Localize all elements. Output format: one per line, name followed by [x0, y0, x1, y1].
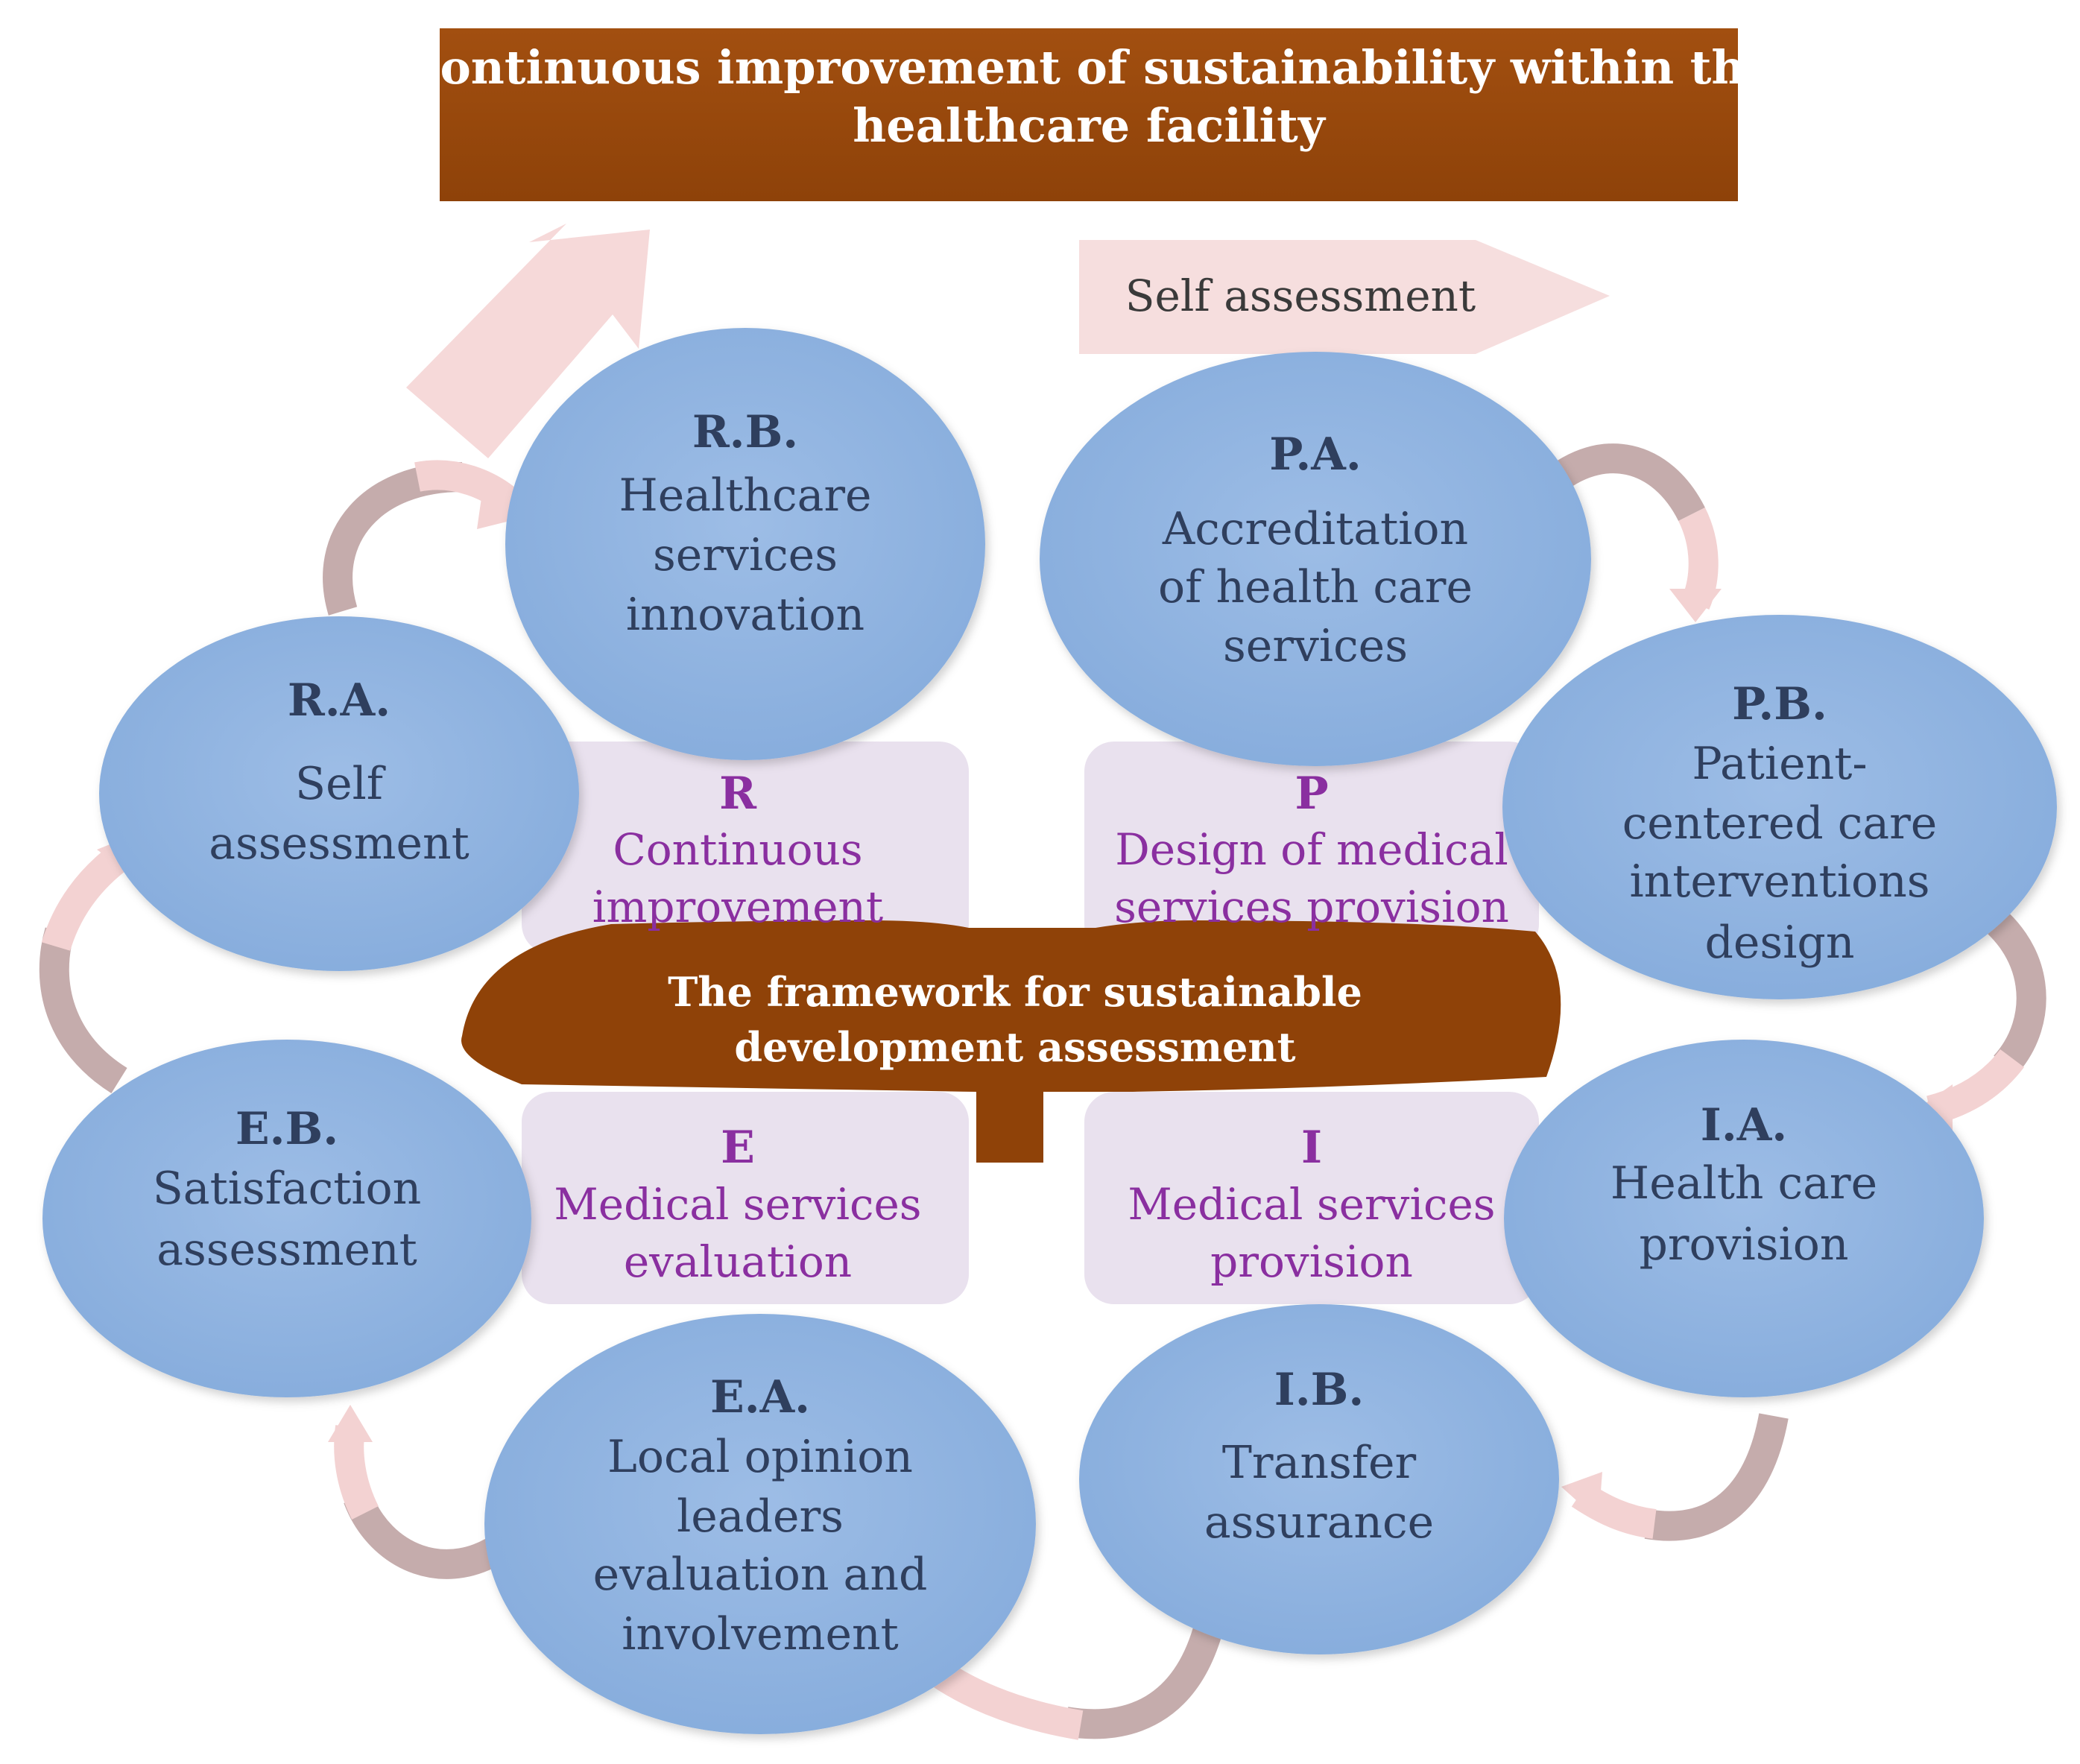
eb-line-1: Satisfaction	[153, 1163, 422, 1215]
ea-line-4: involvement	[622, 1608, 899, 1660]
pa-code: P.A.	[1269, 429, 1362, 481]
title-banner	[440, 28, 1738, 201]
phase-r-line-2: improvement	[592, 882, 883, 932]
phase-i-code: I	[1301, 1122, 1322, 1174]
arrow-pa-to-pb	[1540, 443, 1705, 522]
circle-ea-text: E.A. Local opinion leaders evaluation an…	[593, 1371, 928, 1660]
self-assessment-arrow	[1079, 240, 1610, 354]
arrow-ia-to-ib	[1644, 1413, 1789, 1541]
circle-pb-text: P.B. Patient- centered care intervention…	[1622, 678, 1938, 969]
pa-line-1: Accreditation	[1162, 503, 1468, 555]
rb-code: R.B.	[692, 406, 798, 458]
phase-r-line-1: Continuous	[613, 824, 862, 875]
circle-ia-text: I.A. Health care provision	[1610, 1099, 1877, 1271]
arrow-eb-to-ra-head	[41, 845, 129, 952]
pb-line-2: centered care	[1622, 797, 1938, 850]
circle-ra	[99, 616, 579, 971]
phase-i-line-1: Medical services	[1128, 1179, 1495, 1230]
rb-line-3: innovation	[626, 589, 864, 641]
circle-ib	[1079, 1304, 1559, 1654]
phase-p-line-2: services provision	[1114, 882, 1509, 932]
phase-e-code: E	[721, 1122, 755, 1174]
pa-line-2: of health care	[1158, 561, 1473, 613]
pb-line-3: interventions	[1629, 856, 1929, 908]
phase-r-code: R	[719, 768, 757, 820]
ea-line-3: evaluation and	[593, 1549, 928, 1601]
rb-line-2: services	[653, 529, 838, 581]
circle-ia	[1504, 1040, 1984, 1397]
ea-line-2: leaders	[677, 1490, 844, 1543]
ib-line-2: assurance	[1204, 1496, 1434, 1549]
step-circles	[42, 328, 2057, 1734]
circle-pb	[1502, 615, 2057, 999]
arrowhead-pb	[1669, 589, 1722, 622]
eb-code: E.B.	[235, 1103, 338, 1155]
ra-code: R.A.	[288, 674, 391, 727]
phase-boxes	[522, 742, 1539, 1304]
circle-rb	[505, 328, 985, 760]
ib-code: I.B.	[1274, 1364, 1365, 1416]
title-line-2: healthcare facility	[853, 98, 1326, 153]
framework-shape	[461, 920, 1561, 1163]
phase-box-p	[1084, 742, 1539, 954]
ea-line-1: Local opinion	[607, 1431, 913, 1483]
pa-line-3: services	[1223, 620, 1408, 672]
phase-p-line-1: Design of medical	[1115, 824, 1508, 875]
ia-code: I.A.	[1701, 1099, 1787, 1151]
phase-e-line-1: Medical services	[554, 1179, 921, 1230]
arrow-eb-to-ra	[39, 927, 128, 1093]
ia-line-2: provision	[1639, 1218, 1848, 1271]
circle-rb-text: R.B. Healthcare services innovation	[619, 406, 871, 641]
ia-line-1: Health care	[1610, 1157, 1877, 1210]
pb-line-1: Patient-	[1692, 738, 1867, 790]
circle-eb-text: E.B. Satisfaction assessment	[153, 1103, 422, 1276]
arrowhead-eb	[328, 1405, 373, 1442]
title-line-1: Continuous improvement of sustainability…	[403, 40, 1774, 95]
circle-ib-text: I.B. Transfer assurance	[1204, 1364, 1434, 1549]
rb-line-1: Healthcare	[619, 470, 871, 522]
self-assessment-label: Self assessment	[1125, 271, 1476, 321]
phase-box-i	[1084, 1092, 1539, 1304]
framework-line-1: The framework for sustainable	[668, 968, 1362, 1016]
upward-arrow	[406, 224, 650, 458]
phase-p-code: P	[1295, 768, 1328, 820]
phase-box-e	[522, 1092, 969, 1304]
arrow-ra-to-rb	[323, 462, 463, 616]
circle-pa-text: P.A. Accreditation of health care servic…	[1158, 429, 1473, 672]
phase-e-line-2: evaluation	[624, 1236, 852, 1287]
ib-line-1: Transfer	[1222, 1437, 1417, 1489]
circle-pa	[1040, 352, 1591, 766]
framework-line-2: development assessment	[734, 1023, 1295, 1071]
circle-ea	[484, 1314, 1036, 1734]
arrow-ib-to-ea	[1063, 1627, 1222, 1739]
phase-i-line-2: provision	[1210, 1236, 1413, 1287]
ra-line-2: assessment	[209, 818, 470, 870]
circle-ra-text: R.A. Self assessment	[209, 674, 470, 870]
pb-line-4: design	[1705, 917, 1855, 969]
ra-line-1: Self	[295, 758, 386, 810]
circle-eb	[42, 1040, 531, 1397]
ea-code: E.A.	[710, 1371, 810, 1423]
eb-line-2: assessment	[157, 1224, 417, 1276]
arrow-ea-to-eb	[344, 1492, 516, 1579]
phase-box-r	[522, 742, 969, 954]
pb-code: P.B.	[1732, 678, 1827, 730]
arrowhead-ib	[1561, 1472, 1602, 1520]
